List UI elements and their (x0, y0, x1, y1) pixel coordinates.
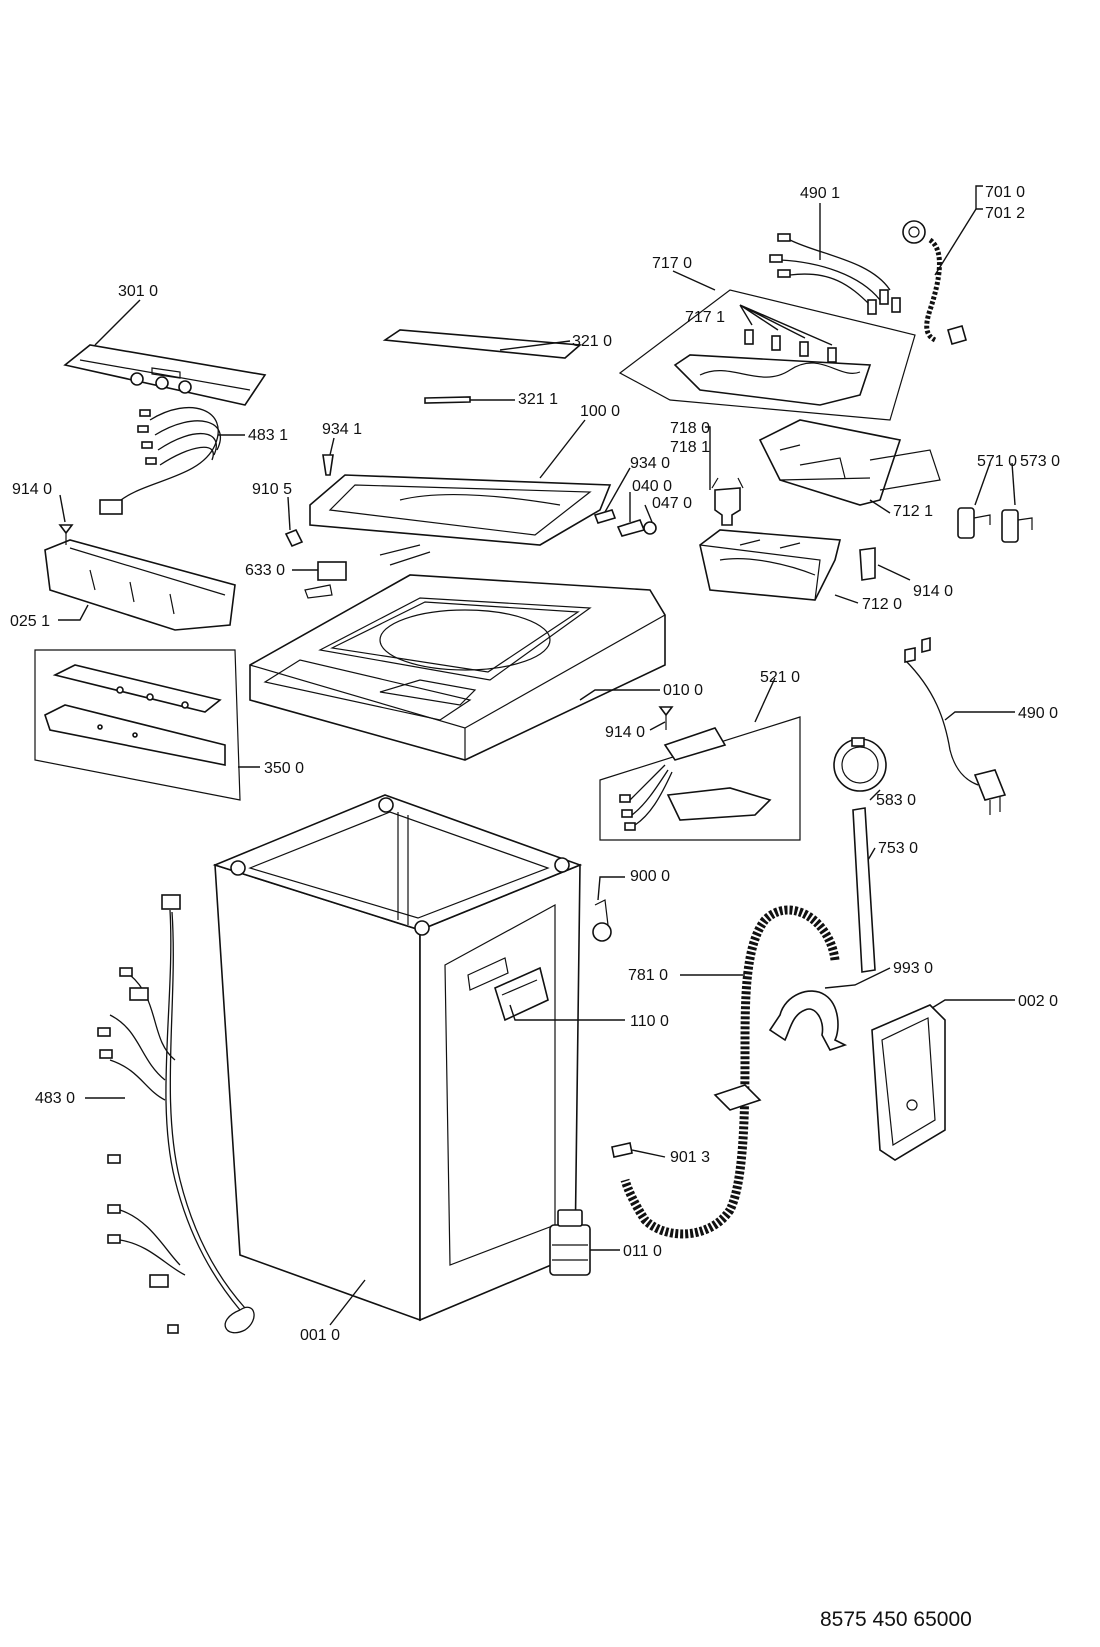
part-label-934-0: 934 0 (630, 455, 670, 472)
part-label-718-1: 718 1 (670, 439, 710, 456)
screws-part (58, 454, 876, 730)
part-label-900-0: 900 0 (630, 868, 670, 885)
hose-hook-993-part (768, 990, 848, 1051)
part-label-914-0-right: 914 0 (913, 583, 953, 600)
bracket-025-1-part (44, 539, 236, 631)
clip-900-part (592, 899, 612, 942)
part-label-521-0: 521 0 (760, 669, 800, 686)
part-label-350-0: 350 0 (264, 760, 304, 777)
part-label-011-0: 011 0 (623, 1243, 662, 1260)
harness-483-part (97, 894, 255, 1334)
label-plate-part (382, 329, 582, 404)
top-deck-part (249, 574, 666, 761)
part-label-934-1: 934 1 (322, 421, 362, 438)
front-panel-part (63, 344, 267, 406)
part-label-901-3: 901 3 (670, 1149, 710, 1166)
part-label-040-0: 040 0 (632, 478, 672, 495)
part-label-718-0: 718 0 (670, 420, 710, 437)
pressure-switch-583-part (833, 737, 887, 792)
valves-571-573-part (957, 507, 1033, 543)
wiring-490-1-part (769, 233, 901, 315)
part-label-914-0-module: 914 0 (605, 724, 645, 741)
part-label-571-0: 571 0 (977, 453, 1017, 470)
part-label-490-0: 490 0 (1018, 705, 1058, 722)
part-label-483-1: 483 1 (248, 427, 288, 444)
part-label-717-1: 717 1 (685, 309, 725, 326)
part-labels: 701 0 701 2 490 1 717 0 717 1 301 0 321 … (10, 184, 1060, 1344)
dispenser-housing-712-1-part (758, 419, 941, 506)
part-label-321-1: 321 1 (518, 391, 558, 408)
inlet-hose-701-part (902, 220, 967, 345)
part-label-712-1: 712 1 (893, 503, 933, 520)
hose-901-3-part (611, 1142, 633, 1158)
part-label-047-0: 047 0 (652, 495, 692, 512)
part-label-914-0-left: 914 0 (12, 481, 52, 498)
part-label-583-0: 583 0 (876, 792, 916, 809)
part-label-701-0: 701 0 (985, 184, 1025, 201)
hinge-pins-part (593, 509, 657, 537)
part-label-301-0: 301 0 (118, 283, 158, 300)
part-label-001-0: 001 0 (300, 1327, 340, 1344)
switch-633-part (304, 561, 347, 599)
part-label-321-0: 321 0 (572, 333, 612, 350)
part-label-490-1: 490 1 (800, 185, 840, 202)
part-label-910-5: 910 5 (252, 481, 292, 498)
part-label-573-0: 573 0 (1020, 453, 1060, 470)
module-521-part (599, 716, 801, 841)
part-label-993-0: 993 0 (893, 960, 933, 977)
part-label-753-0: 753 0 (878, 840, 918, 857)
valve-718-part (711, 477, 744, 526)
part-label-002-0: 002 0 (1018, 993, 1058, 1010)
leader-lines (58, 185, 1016, 1326)
wiring-483-1-part (99, 406, 221, 515)
document-number: 8575 450 65000 (820, 1608, 972, 1631)
lid-part (309, 474, 612, 566)
drain-hose-781-part (620, 905, 840, 1239)
handle-part (494, 966, 549, 1022)
supply-cord-490-part (904, 636, 1007, 815)
control-board-350-part (34, 649, 241, 801)
part-label-701-2: 701 2 (985, 205, 1025, 222)
cover-717-part (618, 289, 916, 421)
dispenser-drawer-712-0-part (699, 529, 842, 601)
part-label-110-0: 110 0 (630, 1013, 669, 1030)
hose-753-part (852, 807, 876, 973)
part-label-483-0: 483 0 (35, 1090, 75, 1107)
cabinet-part (212, 794, 583, 1322)
part-label-781-0: 781 0 (628, 967, 668, 984)
part-label-633-0: 633 0 (245, 562, 285, 579)
part-label-025-1: 025 1 (10, 613, 50, 630)
cover-plate-002-part (871, 1004, 946, 1161)
part-label-100-0: 100 0 (580, 403, 620, 420)
part-label-717-0: 717 0 (652, 255, 692, 272)
part-label-010-0: 010 0 (663, 682, 703, 699)
part-label-712-0: 712 0 (862, 596, 902, 613)
